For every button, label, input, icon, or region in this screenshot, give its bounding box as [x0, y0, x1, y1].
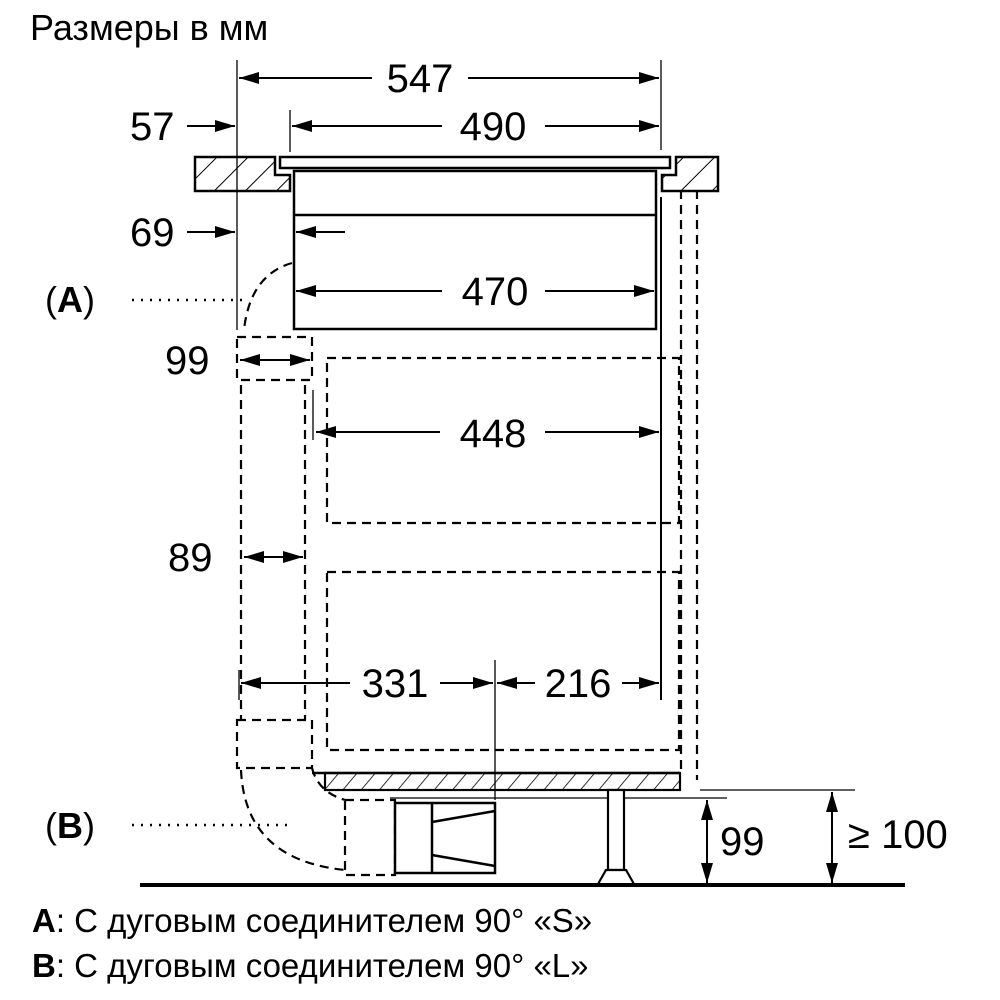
dimension-547: 547: [387, 57, 454, 101]
dimension-99-plinth: 99: [720, 820, 765, 864]
cabinet-leg: [606, 788, 626, 872]
callout-b: (B): [45, 805, 95, 846]
dimension-min-clearance: ≥ 100: [848, 813, 948, 857]
fan-connector-dashed: [343, 798, 397, 877]
fan-blade: [431, 853, 496, 868]
dimension-470: 470: [462, 270, 529, 314]
dimension-89: 89: [168, 536, 213, 580]
countertop-left: [193, 155, 292, 193]
hob-glass-top: [278, 155, 672, 170]
duct-connector-top: [235, 335, 314, 382]
hob-body: [292, 169, 658, 331]
legend-item-a: A: С дуговым соединителем 90° «S»: [32, 902, 592, 939]
legend-item-b: B: С дуговым соединителем 90° «L»: [32, 947, 589, 984]
leg-foot: [597, 868, 635, 885]
dimension-69: 69: [130, 211, 175, 255]
countertop-right: [660, 155, 720, 193]
diagram-title: Размеры в мм: [30, 7, 268, 48]
fan-blade: [431, 809, 496, 824]
elbow-s-outline: [242, 261, 293, 331]
drawer-outline-lower: [325, 570, 681, 752]
drawer-outline-upper: [325, 356, 681, 525]
plinth-board: [323, 771, 682, 792]
dimension-448: 448: [460, 412, 527, 456]
dimension-331: 331: [362, 662, 429, 706]
elbow-l-outline: [239, 769, 346, 872]
dimension-216: 216: [545, 662, 612, 706]
dimension-99-duct: 99: [165, 339, 210, 383]
dimension-490: 490: [460, 105, 527, 149]
dimension-57: 57: [130, 105, 175, 149]
duct-connector-bottom: [235, 718, 314, 770]
callout-a: (A): [45, 279, 95, 320]
